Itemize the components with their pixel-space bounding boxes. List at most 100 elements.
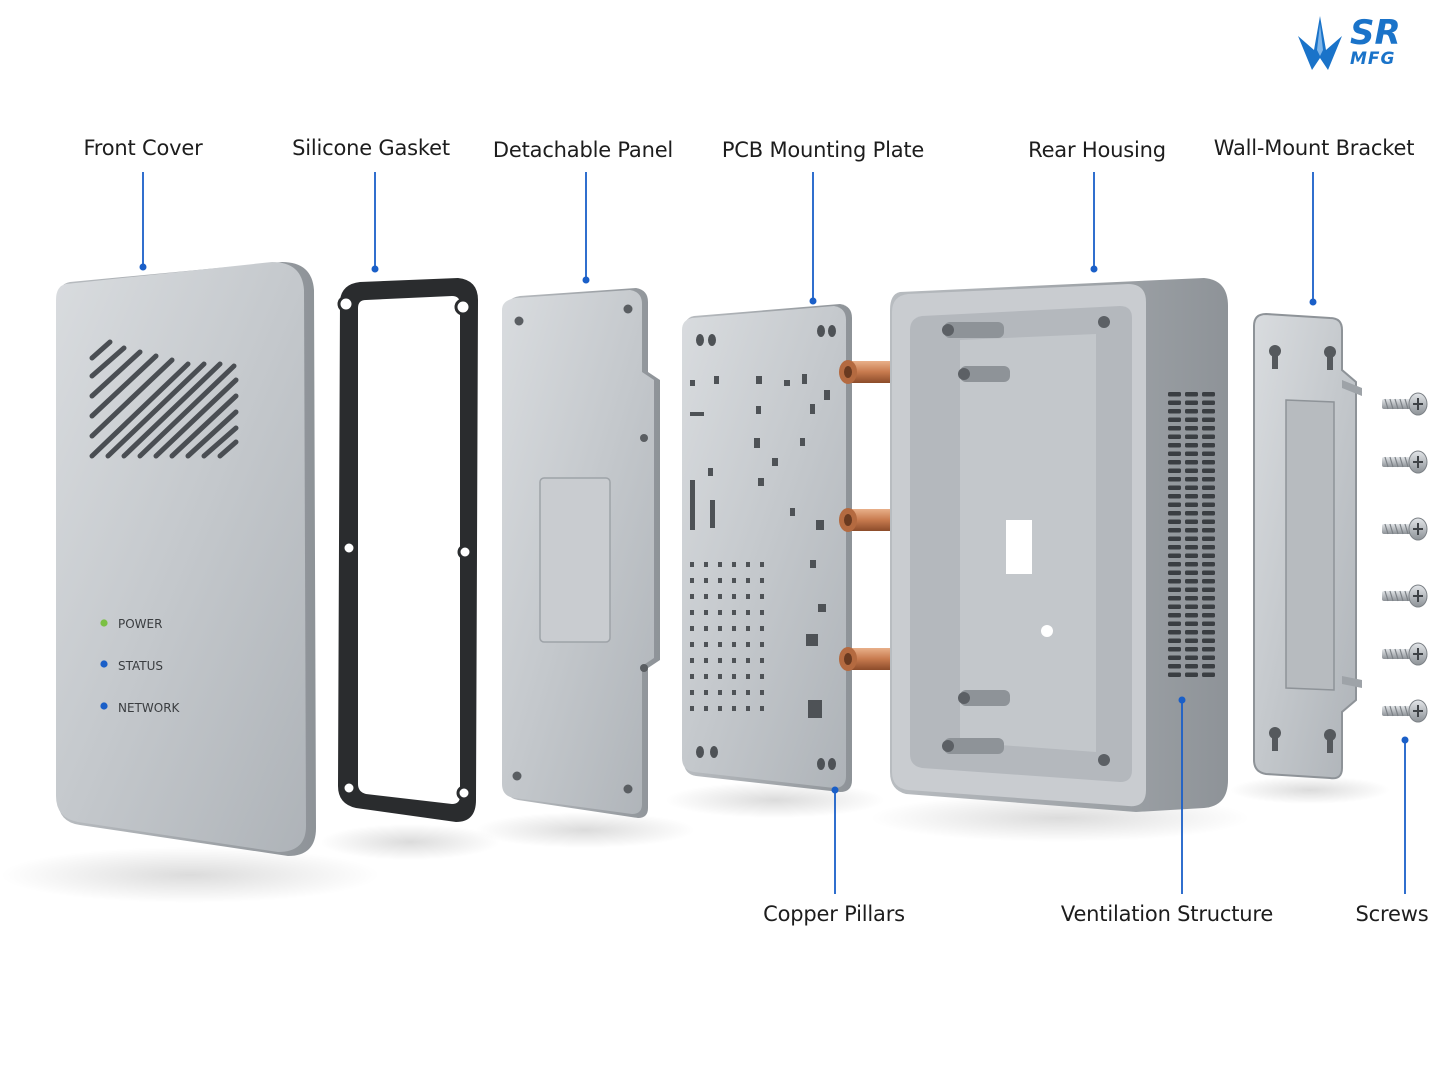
ventilation-slot: [1168, 426, 1181, 431]
pcb-perforation: [732, 658, 736, 663]
ventilation-slot: [1185, 494, 1198, 499]
pcb-perforation: [760, 594, 764, 599]
ventilation-slot: [1168, 536, 1181, 541]
ventilation-slot: [1185, 477, 1198, 482]
ventilation-slot: [1185, 672, 1198, 677]
ventilation-slot: [1202, 434, 1215, 439]
screw: [1382, 392, 1428, 416]
ventilation-slot: [1202, 451, 1215, 456]
ventilation-slot: [1202, 579, 1215, 584]
ventilation-slot: [1202, 630, 1215, 635]
floor-shadows: [0, 776, 1390, 903]
ventilation-slot: [1168, 485, 1181, 490]
ventilation-slot: [1202, 485, 1215, 490]
ventilation-slot: [1202, 553, 1215, 558]
ventilation-slot: [1168, 451, 1181, 456]
ventilation-slot: [1168, 647, 1181, 652]
label-detachable-panel: Detachable Panel: [492, 138, 674, 162]
ventilation-slot: [1202, 443, 1215, 448]
keyhole-slots: [1269, 345, 1336, 753]
pcb-mounting-plate: [682, 304, 852, 792]
ventilation-slot: [1185, 579, 1198, 584]
ventilation-slot: [1202, 502, 1215, 507]
pcb-perforation: [690, 562, 694, 567]
ventilation-slot: [1185, 400, 1198, 405]
ventilation-slot: [1185, 553, 1198, 558]
ventilation-slot: [1168, 460, 1181, 465]
pcb-perforation: [718, 706, 722, 711]
ventilation-slot: [1185, 613, 1198, 618]
ventilation-slot: [1202, 417, 1215, 422]
pcb-perforation: [704, 658, 708, 663]
network-led: [100, 702, 108, 710]
pcb-perforation: [732, 642, 736, 647]
screw: [1382, 450, 1428, 474]
pcb-perforation: [760, 658, 764, 663]
ventilation-slot: [1185, 570, 1198, 575]
rear-housing: [890, 278, 1228, 812]
network-indicator-label: NETWORK: [118, 701, 180, 715]
ventilation-slot: [1185, 621, 1198, 626]
pcb-perforation: [732, 562, 736, 567]
ventilation-slot: [1168, 604, 1181, 609]
ventilation-slot: [1202, 528, 1215, 533]
ventilation-slot: [1202, 647, 1215, 652]
ventilation-slot: [1168, 587, 1181, 592]
ventilation-slot: [1202, 562, 1215, 567]
ventilation-slot: [1168, 621, 1181, 626]
pcb-perforation: [690, 674, 694, 679]
ventilation-slot: [1202, 468, 1215, 473]
brand-logo-line1: SR: [1350, 13, 1401, 53]
ventilation-slot: [1202, 426, 1215, 431]
ventilation-slot: [1168, 613, 1181, 618]
ventilation-slot: [1185, 587, 1198, 592]
pcb-perforation: [732, 674, 736, 679]
ventilation-slot: [1168, 638, 1181, 643]
pcb-perforation: [746, 594, 750, 599]
label-wall-mount-bracket: Wall-Mount Bracket: [1213, 136, 1415, 160]
pcb-perforation: [746, 642, 750, 647]
pcb-perforation: [760, 610, 764, 615]
pcb-perforation: [760, 562, 764, 567]
ventilation-slot: [1168, 672, 1181, 677]
ventilation-slot: [1185, 545, 1198, 550]
pcb-perforation: [704, 578, 708, 583]
ventilation-slot: [1168, 392, 1181, 397]
pcb-perforation: [732, 706, 736, 711]
status-indicator-label: STATUS: [118, 659, 164, 673]
ventilation-slot: [1185, 426, 1198, 431]
ventilation-slot: [1168, 511, 1181, 516]
pcb-perforation: [732, 610, 736, 615]
ventilation-slot: [1185, 519, 1198, 524]
pcb-perforation: [690, 658, 694, 663]
label-copper-pillars: Copper Pillars: [763, 902, 905, 926]
label-pcb-mounting-plate: PCB Mounting Plate: [721, 138, 925, 162]
pcb-plate-perforations: [690, 562, 764, 711]
ventilation-slot: [1185, 638, 1198, 643]
ventilation-slot: [1202, 400, 1215, 405]
ventilation-slot: [1202, 519, 1215, 524]
label-front-cover: Front Cover: [83, 136, 203, 160]
ventilation-slot: [1202, 409, 1215, 414]
pcb-plate-holes: [690, 325, 836, 770]
status-led: [100, 660, 108, 668]
pcb-perforation: [718, 578, 722, 583]
pcb-perforation: [690, 578, 694, 583]
brand-logo-line2: MFG: [1350, 49, 1396, 69]
label-ventilation-structure: Ventilation Structure: [1060, 902, 1274, 926]
pcb-perforation: [746, 626, 750, 631]
pcb-perforation: [732, 690, 736, 695]
label-rear-housing: Rear Housing: [1028, 138, 1166, 162]
pcb-perforation: [732, 578, 736, 583]
screw: [1382, 517, 1428, 541]
pcb-perforation: [718, 594, 722, 599]
ventilation-slot: [1185, 528, 1198, 533]
ventilation-slot: [1185, 392, 1198, 397]
pcb-perforation: [746, 706, 750, 711]
pcb-perforation: [732, 626, 736, 631]
ventilation-slot: [1168, 528, 1181, 533]
label-silicone-gasket: Silicone Gasket: [292, 136, 450, 160]
status-indicators: [100, 619, 108, 710]
ventilation-slot: [1185, 434, 1198, 439]
